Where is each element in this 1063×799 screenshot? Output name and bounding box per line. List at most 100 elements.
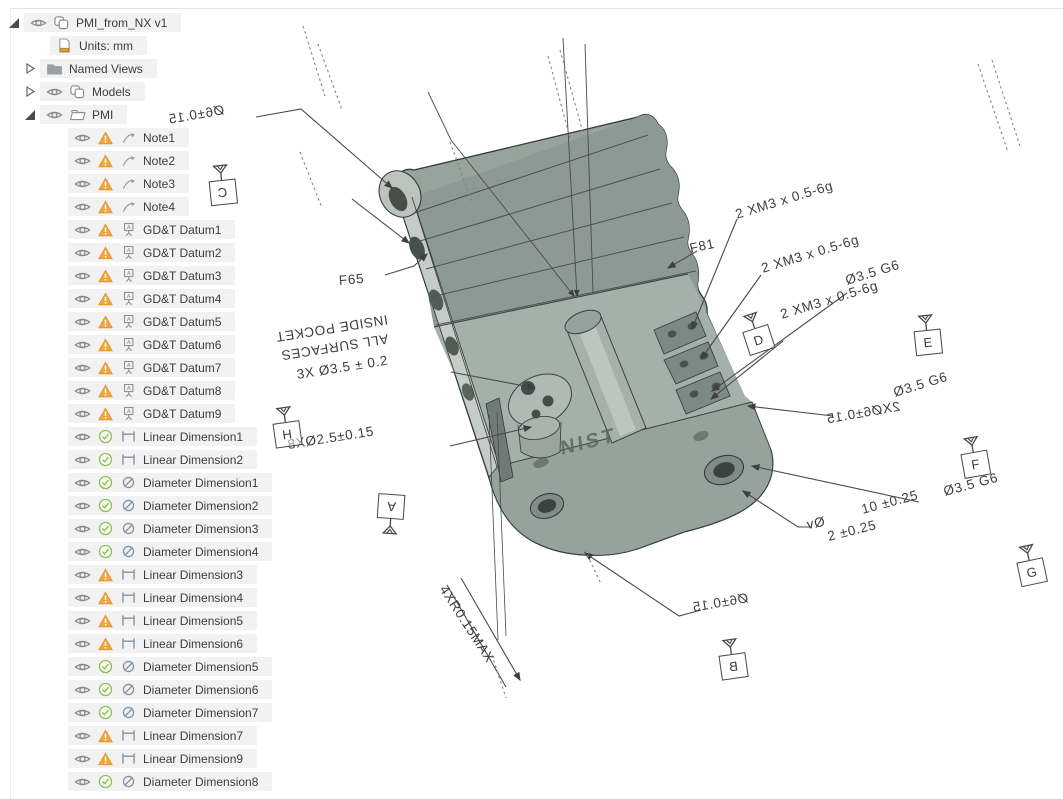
eye-icon[interactable]	[74, 567, 91, 582]
tree-item-note3[interactable]: Note3	[8, 172, 272, 195]
eye-icon[interactable]	[74, 521, 91, 536]
eye-icon[interactable]	[74, 636, 91, 651]
datum-antenna-icon	[721, 637, 738, 655]
eye-icon[interactable]	[74, 728, 91, 743]
eye-icon[interactable]	[74, 291, 91, 306]
eye-icon[interactable]	[74, 153, 91, 168]
eye-icon[interactable]	[74, 406, 91, 421]
eye-icon[interactable]	[74, 498, 91, 513]
eye-icon[interactable]	[46, 84, 63, 99]
warning-icon	[97, 199, 114, 214]
folder-open-icon	[69, 107, 86, 122]
tree-item-linear-dimension6[interactable]: Linear Dimension6	[8, 632, 272, 655]
datum-flag[interactable]: F	[956, 434, 993, 480]
datum-dimension-icon: A	[120, 291, 137, 306]
eye-icon[interactable]	[74, 337, 91, 352]
eye-icon[interactable]	[74, 383, 91, 398]
tree-item-units[interactable]: Units: mm	[8, 34, 272, 57]
tree-item-diameter-dimension1[interactable]: Diameter Dimension1	[8, 471, 273, 494]
tree-item-label: Diameter Dimension5	[143, 660, 259, 674]
datum-antenna-icon	[917, 314, 933, 331]
caret-collapsed-icon[interactable]	[24, 63, 36, 75]
tree-item-named-views[interactable]: Named Views	[8, 57, 272, 80]
tree-item-diameter-dimension4[interactable]: Diameter Dimension4	[8, 540, 273, 563]
caret-expanded-icon[interactable]	[24, 109, 36, 121]
tree-item-root[interactable]: PMI_from_NX v1	[8, 11, 272, 34]
eye-icon[interactable]	[74, 590, 91, 605]
eye-icon[interactable]	[74, 245, 91, 260]
tree-item-linear-dimension3[interactable]: Linear Dimension3	[8, 563, 272, 586]
datum-flag[interactable]: G	[1011, 541, 1049, 588]
linear-dimension-icon	[120, 429, 137, 444]
component-icon	[53, 15, 70, 30]
datum-flag[interactable]: C	[205, 163, 239, 207]
tree-item-note2[interactable]: Note2	[8, 149, 272, 172]
svg-text:A: A	[127, 225, 131, 231]
tree-item-linear-dimension9[interactable]: Linear Dimension9	[8, 747, 272, 770]
units-document-icon	[56, 38, 73, 53]
eye-icon[interactable]	[46, 107, 63, 122]
tree-item-diameter-dimension8[interactable]: Diameter Dimension8	[8, 770, 273, 793]
eye-icon[interactable]	[74, 544, 91, 559]
diameter-dimension-icon	[120, 705, 137, 720]
pmi-annotation[interactable]: vØ	[805, 513, 827, 532]
datum-antenna-icon	[962, 435, 979, 453]
datum-flag[interactable]: A	[375, 493, 408, 536]
eye-icon[interactable]	[74, 475, 91, 490]
tree-item-label: Linear Dimension7	[143, 729, 244, 743]
tree-item-diameter-dimension3[interactable]: Diameter Dimension3	[8, 517, 273, 540]
eye-icon[interactable]	[74, 429, 91, 444]
eye-icon[interactable]	[74, 774, 91, 789]
tree-item-linear-dimension4[interactable]: Linear Dimension4	[8, 586, 272, 609]
datum-letter: D	[751, 331, 766, 349]
eye-icon[interactable]	[74, 268, 91, 283]
eye-icon[interactable]	[30, 15, 47, 30]
part-silhouette[interactable]	[371, 113, 774, 557]
caret-expanded-icon[interactable]	[8, 17, 20, 29]
eye-icon[interactable]	[74, 452, 91, 467]
pmi-annotation[interactable]: F65	[338, 270, 365, 288]
caret-collapsed-icon[interactable]	[24, 86, 36, 98]
eye-icon[interactable]	[74, 130, 91, 145]
diameter-dimension-icon	[120, 544, 137, 559]
datum-flag[interactable]: B	[714, 636, 749, 681]
tree-item-note1[interactable]: Note1	[8, 126, 272, 149]
tree-item-linear-dimension1[interactable]: Linear Dimension1	[8, 425, 272, 448]
tree-item-linear-dimension7[interactable]: Linear Dimension7	[8, 724, 272, 747]
eye-icon[interactable]	[74, 659, 91, 674]
eye-icon[interactable]	[74, 314, 91, 329]
tree-item-note4[interactable]: Note4	[8, 195, 272, 218]
eye-icon[interactable]	[74, 751, 91, 766]
tree-item-diameter-dimension2[interactable]: Diameter Dimension2	[8, 494, 273, 517]
tree-item-diameter-dimension7[interactable]: Diameter Dimension7	[8, 701, 273, 724]
eye-icon[interactable]	[74, 360, 91, 375]
eye-icon[interactable]	[74, 222, 91, 237]
tree-item-diameter-dimension6[interactable]: Diameter Dimension6	[8, 678, 273, 701]
eye-icon[interactable]	[74, 613, 91, 628]
tree-item-models[interactable]: Models	[8, 80, 272, 103]
warning-icon	[97, 613, 114, 628]
eye-icon[interactable]	[74, 705, 91, 720]
eye-icon[interactable]	[74, 199, 91, 214]
tree-item-linear-dimension5[interactable]: Linear Dimension5	[8, 609, 272, 632]
eye-icon[interactable]	[74, 682, 91, 697]
datum-flag[interactable]: D	[735, 308, 776, 357]
eye-icon[interactable]	[74, 176, 91, 191]
datum-antenna-icon	[275, 405, 292, 423]
tree-item-pmi[interactable]: PMI	[8, 103, 272, 126]
tree-item-diameter-dimension5[interactable]: Diameter Dimension5	[8, 655, 273, 678]
datum-flag[interactable]: E	[910, 313, 944, 357]
datum-flag[interactable]: H	[268, 404, 303, 449]
tree-item-linear-dimension2[interactable]: Linear Dimension2	[8, 448, 272, 471]
